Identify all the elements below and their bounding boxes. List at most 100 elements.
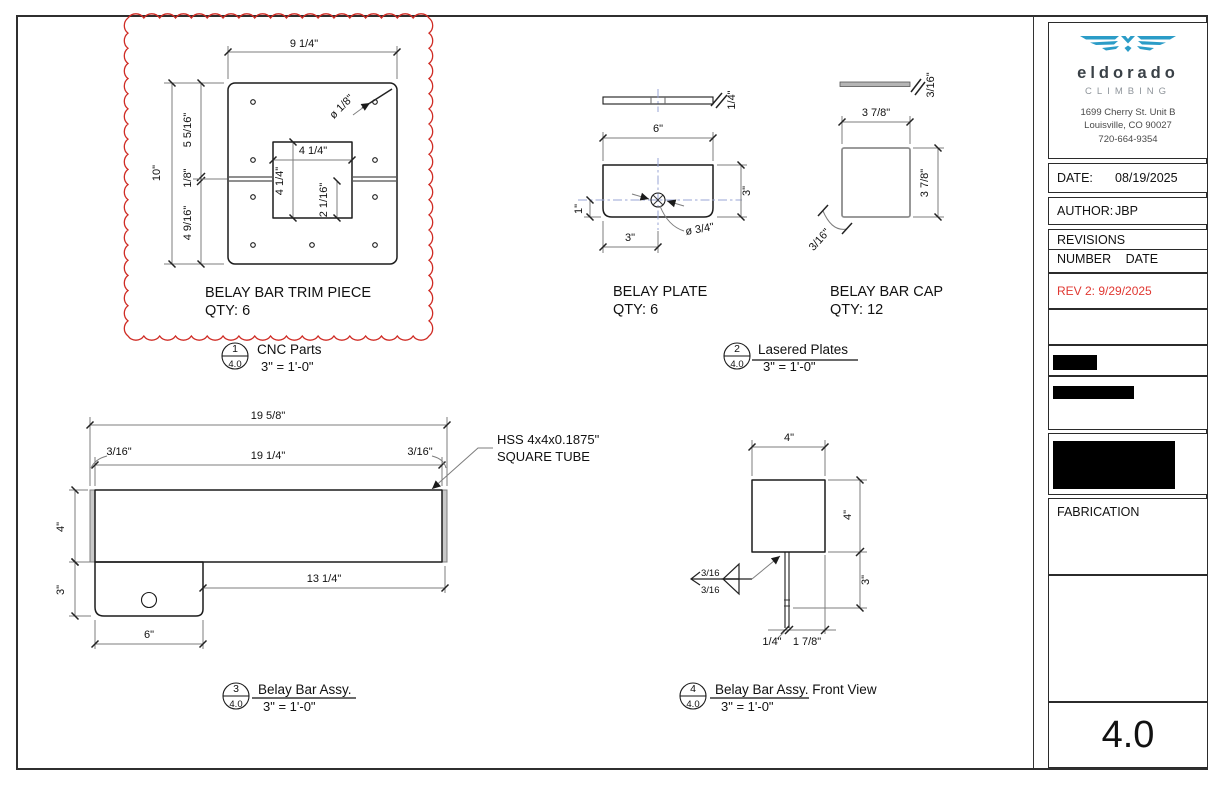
trim-bolt-holes [250,99,378,248]
eldorado-wings-icon [1080,36,1176,52]
dim-front-thickness: 1/4" [762,636,781,648]
titleblock-redacted-row-3 [1048,433,1208,495]
trim-center-cutout [272,141,353,219]
trim-dimensions: 9 1/4" 10" 5 5/16" 1/8" 4 9/16" 4 1/4" 4… [151,38,402,269]
assy-tab-hole [140,591,158,609]
dim-cutout-width: 4 1/4" [299,145,327,157]
redaction-block-small [1053,355,1097,370]
dim-small-hole-dia: ø 1/8" [327,92,356,121]
callout-2-scale: 3" = 1'-0" [763,359,816,374]
address-line2: Louisville, CO 90027 [1084,120,1172,132]
dim-plate-thickness: 1/4" [726,90,738,109]
plate-edge-view: 1/4" [602,89,738,112]
cap-title: BELAY BAR CAP [830,284,943,300]
view-belay-bar-assy-front: 4" 4" 3" 1/4" 1 7/8" 3/16 [679,432,877,714]
callout-1-sheet: 4.0 [228,359,241,370]
titleblock-empty-row [1048,575,1208,702]
callout-3: 3 4.0 Belay Bar Assy. 3" = 1'-0" [222,682,356,714]
dim-cap-height: 3 7/8" [919,169,931,197]
callout-4-number: 4 [690,683,696,695]
callout-3-number: 3 [233,683,239,695]
callout-1-label: CNC Parts [257,342,322,357]
dim-front-side: 4" [842,510,854,520]
cap-outline [841,147,911,218]
callout-2-sheet: 4.0 [730,359,743,370]
callout-2: 2 4.0 Lasered Plates 3" = 1'-0" [723,342,858,374]
author-value: JBP [1115,204,1138,218]
date-value: 08/19/2025 [1115,171,1178,185]
callout-3-sheet: 4.0 [229,699,242,710]
trim-qty: QTY: 6 [205,303,250,319]
revisions-number-col: NUMBER [1057,252,1112,266]
fabrication-label: FABRICATION [1057,505,1140,519]
company-address: 1699 Cherry St. Unit B Louisville, CO 90… [1049,106,1207,146]
titleblock-date-row: DATE: 08/19/2025 [1048,163,1208,193]
redaction-block-large [1053,441,1175,489]
titleblock-author-row: AUTHOR: JBP [1048,197,1208,225]
dim-trim-slot: 1/8" [182,168,194,187]
dim-assy-tab-width: 6" [144,629,154,641]
titleblock-redacted-row-2 [1048,376,1208,430]
assy-tube-outline [94,489,443,563]
company-tagline: CLIMBING [1085,86,1171,97]
titleblock-divider [1033,15,1034,768]
titleblock-rev2-row: REV 2: 9/29/2025 [1048,273,1208,309]
note-hss-line2: SQUARE TUBE [497,449,590,464]
titleblock-fabrication-row: FABRICATION [1048,498,1208,575]
plate-hole: ø 3/4" [631,192,715,238]
titleblock-revisions-header: REVISIONS NUMBER DATE [1048,229,1208,273]
callout-1-number: 1 [232,343,238,355]
rev2-entry: REV 2: 9/29/2025 [1057,284,1152,298]
front-plate-edge [784,552,790,628]
cap-edge-view: 3/16" [839,72,937,98]
address-line1: 1699 Cherry St. Unit B [1080,107,1176,118]
dim-assy-cap-right: 3/16" [407,446,432,458]
plate-outline [602,164,714,218]
assy-tab-outline [94,561,204,617]
revisions-label: REVISIONS [1049,230,1207,250]
callout-1: 1 4.0 CNC Parts 3" = 1'-0" [221,342,322,374]
dim-cutout-offset: 2 1/16" [318,183,330,218]
company-phone: 720-664-9354 [1098,133,1158,145]
view-belay-bar-assy: 19 5/8" 19 1/4" 3/16" 3/16" 4" 3" 13 1/4… [55,410,600,714]
assy-note: HSS 4x4x0.1875" SQUARE TUBE [431,432,600,490]
callout-4-scale: 3" = 1'-0" [721,699,774,714]
plate-title: BELAY PLATE [613,284,708,300]
dim-cutout-height: 4 1/4" [274,167,286,195]
plate-dimensions: 6" 3" 1" 3" [573,123,753,253]
weld-size-bottom: 3/16 [701,585,720,596]
date-label: DATE: [1057,171,1093,185]
dim-front-plate: 3" [860,575,872,585]
callout-4-label: Belay Bar Assy. Front View [715,682,877,697]
dim-trim-width: 9 1/4" [290,38,318,50]
dim-assy-right: 13 1/4" [307,573,342,585]
trim-plate-outline [227,82,398,265]
titleblock-logo-box: eldorado CLIMBING 1699 Cherry St. Unit B… [1048,22,1208,159]
dim-assy-cap-left: 3/16" [106,446,131,458]
dim-assy-tube: 19 1/4" [251,450,286,462]
weld-size-top: 3/16 [701,568,720,579]
dim-front-top: 4" [784,432,794,444]
callout-3-label: Belay Bar Assy. [258,682,352,697]
sheet-number: 4.0 [1101,713,1155,756]
note-hss-line1: HSS 4x4x0.1875" [497,432,600,447]
redaction-block-medium [1053,386,1134,399]
revision-cloud [123,13,434,341]
dim-plate-hole-x: 3" [625,232,635,244]
dim-trim-upper: 5 5/16" [182,113,194,148]
trim-title: BELAY BAR TRIM PIECE [205,285,371,301]
author-label: AUTHOR: [1057,204,1114,218]
revisions-date-col: DATE [1125,252,1159,266]
view-belay-plate: 1/4" ø 3/4" 6" 3" [573,89,858,374]
cap-qty: QTY: 12 [830,302,883,318]
dim-plate-width: 6" [653,123,663,135]
plate-qty: QTY: 6 [613,302,658,318]
dim-cap-radius: 3/16" [807,227,833,254]
dim-trim-height: 10" [151,165,163,181]
titleblock-empty-rev-row [1048,309,1208,345]
callout-3-scale: 3" = 1'-0" [263,699,316,714]
callout-1-scale: 3" = 1'-0" [261,359,314,374]
company-name: eldorado [1077,64,1179,82]
